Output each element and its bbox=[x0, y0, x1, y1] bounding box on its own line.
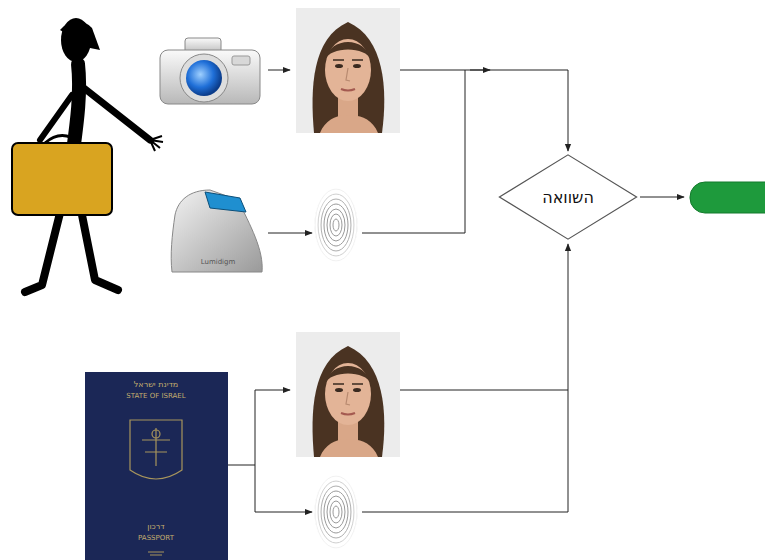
passport-text: דרכון bbox=[147, 522, 164, 531]
passport-text: STATE OF ISRAEL bbox=[126, 392, 185, 400]
fingerprint bbox=[314, 187, 358, 263]
node-label: השוואה bbox=[542, 188, 594, 207]
fingerprint bbox=[314, 474, 358, 550]
passport bbox=[85, 372, 228, 560]
passport-text: מדינת ישראל bbox=[134, 380, 178, 389]
passport-text: PASSPORT bbox=[138, 534, 174, 542]
connector-lines bbox=[228, 70, 684, 512]
face-photo bbox=[296, 332, 400, 457]
decision-diamond: השוואה bbox=[498, 154, 638, 240]
fingerprint-scanner bbox=[171, 190, 262, 272]
brand-label: Lumidigm bbox=[201, 258, 236, 266]
camera-icon bbox=[160, 38, 260, 104]
face-photo bbox=[296, 8, 400, 133]
end-terminal bbox=[690, 182, 765, 213]
traveler-figure bbox=[12, 18, 163, 292]
